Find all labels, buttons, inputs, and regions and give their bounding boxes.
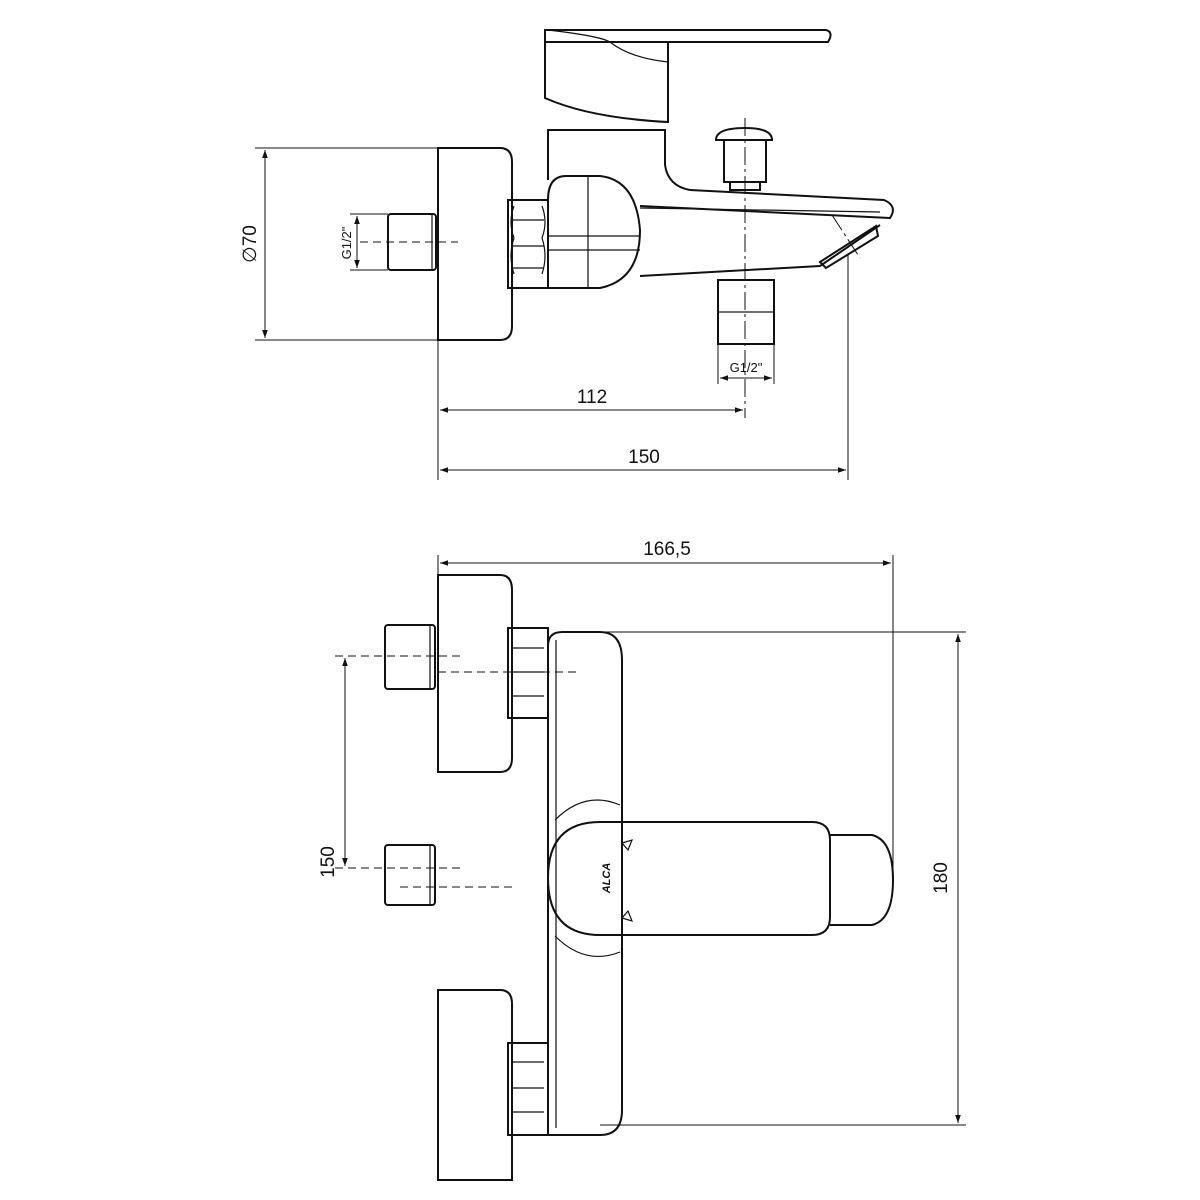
lever-handle: ALCA	[546, 799, 895, 958]
dim-166-5: 166,5	[437, 539, 894, 880]
dim-112-label: 112	[577, 387, 607, 408]
dim-inlet-thread: G1/2"	[339, 213, 388, 271]
wall-plate-lower	[437, 989, 513, 1181]
dim-180-label: 180	[931, 862, 952, 894]
dim-150-top-label: 150	[628, 447, 660, 468]
dim-166-5-label: 166,5	[643, 539, 691, 560]
mixer-body	[544, 29, 894, 289]
inlet-fitting	[360, 213, 458, 271]
inlet-thread-label: G1/2"	[339, 226, 354, 259]
side-view: ∅70 G1/2" G1/2" 112 150	[240, 29, 894, 480]
mixer-body-front	[547, 631, 623, 1136]
inlet-fitting-lower	[335, 844, 512, 906]
wall-plate-upper	[437, 574, 513, 773]
dim-180: 180	[600, 631, 966, 1126]
dim-150-front-label: 150	[318, 846, 339, 878]
diverter-knob	[714, 126, 774, 191]
dim-outlet-thread: G1/2"	[717, 344, 775, 384]
hex-nut-lower	[507, 1042, 549, 1136]
inlet-fitting-upper	[335, 624, 580, 690]
brand-logo: ALCA	[601, 863, 613, 895]
dim-diameter: ∅70	[240, 147, 438, 341]
bottom-outlet	[717, 279, 775, 345]
dim-112: 112	[437, 340, 743, 480]
hex-nut-upper	[507, 627, 549, 719]
front-view: ALCA 166,5 150 180	[318, 539, 966, 1181]
dim-150-front: 150	[318, 658, 348, 878]
dim-150-top: 150	[440, 255, 849, 480]
diameter-label: ∅70	[240, 225, 261, 263]
outlet-thread-label: G1/2"	[730, 360, 763, 375]
wall-plate	[437, 147, 513, 341]
hex-nut	[507, 199, 549, 289]
